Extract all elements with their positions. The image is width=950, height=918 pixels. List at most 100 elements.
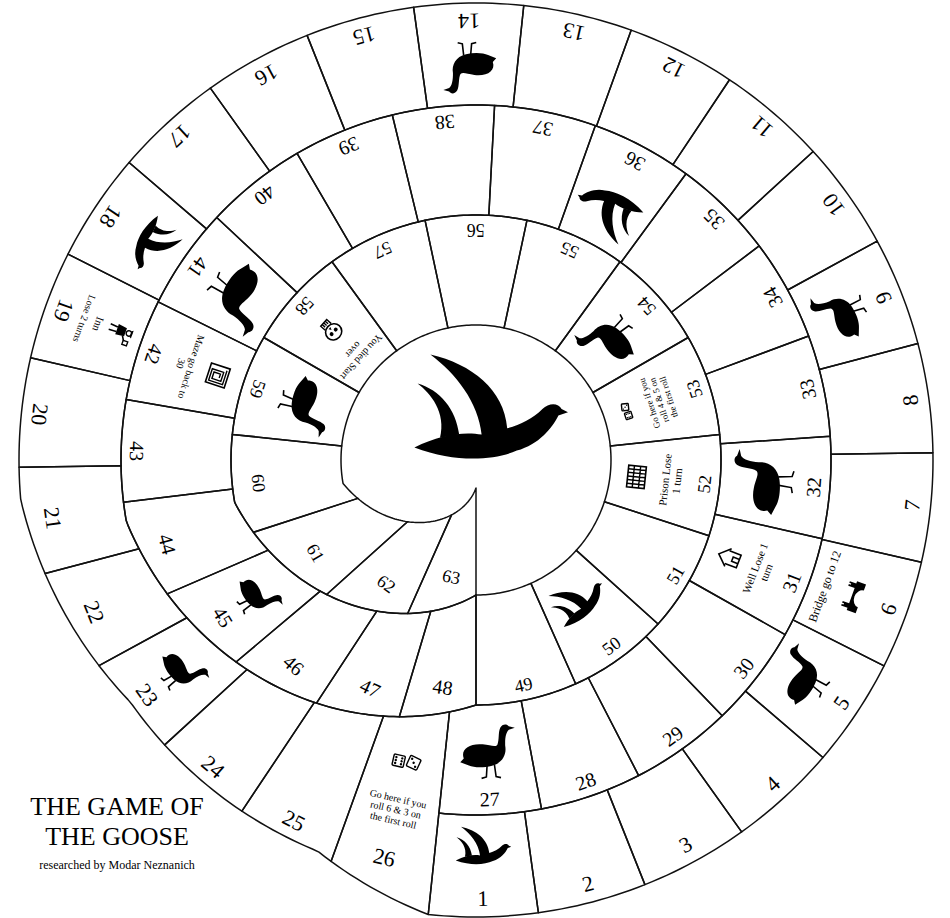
cell-outline-svg	[789, 536, 925, 669]
board-cell: 27	[435, 697, 545, 818]
cell-number: 44	[145, 501, 188, 586]
board-cell: 30	[642, 577, 789, 719]
text-slot: 13	[528, 9, 621, 53]
board-cell: 22	[42, 545, 190, 669]
board-cell: 4	[679, 688, 826, 835]
cell-number: 51	[645, 533, 705, 617]
center-goose-icon	[414, 355, 568, 459]
text-slot: 48	[414, 672, 472, 702]
board-cell: 14	[410, 0, 527, 112]
text-slot: 4	[731, 745, 814, 824]
cell-number: 22	[65, 566, 121, 658]
cell-number: 27	[445, 786, 533, 812]
cell-number: 2	[541, 861, 634, 908]
text-slot: 12	[628, 36, 719, 99]
cell-outline	[264, 262, 397, 393]
board-cell: 21	[16, 462, 143, 577]
board-cell: 55	[501, 217, 624, 354]
board-cell: 5	[742, 616, 888, 761]
cell-outline-svg	[404, 485, 479, 617]
text-slot: Well Lose 1 turn	[737, 533, 785, 607]
text-slot: 25	[249, 790, 338, 851]
board-cell: 42Maze go back to 30	[123, 298, 260, 422]
text-slot: Maze go back to 30	[164, 329, 207, 402]
cell-outline	[607, 749, 741, 885]
cell-outline	[745, 620, 884, 758]
board-cell: 15	[304, 4, 431, 134]
text-slot: 35	[675, 180, 753, 257]
board-cell: 20	[16, 354, 133, 471]
board-cell: 56	[422, 212, 530, 331]
cell-outline-svg	[213, 150, 356, 296]
cell-outline-svg	[642, 577, 789, 719]
text-slot: 9	[856, 251, 912, 344]
board-cell: 50	[527, 547, 662, 687]
text-slot: 14	[424, 7, 514, 33]
cell-outline	[593, 338, 720, 446]
text-slot: 55	[526, 223, 612, 276]
text-slot: 26	[339, 837, 431, 881]
cell-number: 46	[260, 634, 326, 696]
goose-fly-icon	[455, 826, 511, 865]
cell-outline-svg	[669, 76, 817, 224]
cell-outline	[236, 591, 377, 703]
board-cell: 25	[238, 699, 387, 865]
cell-outline	[689, 514, 822, 634]
board-cell: 53Go here if you roll 4 & 5 on the first…	[589, 334, 723, 449]
cell-text: Prison Lose 1 turn	[656, 450, 687, 511]
cell-outline	[217, 153, 353, 292]
board-cell: 18	[64, 159, 210, 304]
board-cell: 47	[313, 608, 434, 720]
text-slot: 40	[223, 159, 305, 231]
cell-outline	[242, 702, 384, 861]
board-cell: 62	[323, 511, 455, 617]
text-slot: 56	[433, 220, 518, 240]
text-slot: 27	[445, 786, 533, 812]
board-cell: 1	[425, 808, 542, 918]
well-icon	[715, 545, 742, 570]
cell-outline	[331, 712, 449, 915]
board-cell: 49	[473, 580, 579, 708]
cell-outline	[392, 105, 494, 222]
cell-outline	[604, 434, 721, 535]
board-cell: 57	[328, 217, 451, 354]
cell-number: 48	[414, 672, 472, 702]
cell-text: Go here if you roll 4 & 5 on the first r…	[636, 368, 683, 433]
goose-stand-icon	[807, 281, 874, 349]
cell-outline	[706, 336, 831, 444]
cell-outline-svg	[784, 238, 921, 373]
goose-stand-icon	[273, 371, 339, 439]
cell-outline	[425, 215, 527, 328]
goose-stand-icon	[229, 567, 286, 624]
cell-outline-svg	[742, 616, 888, 761]
text-slot: 2	[541, 861, 634, 908]
board-cell: 34	[668, 242, 812, 378]
cell-outline	[121, 399, 235, 502]
text-slot: 39	[304, 119, 394, 173]
cell-outline	[671, 246, 808, 374]
cell-number: 7	[896, 460, 930, 552]
cell-outline	[19, 358, 130, 468]
cell-number: 55	[526, 223, 612, 276]
cell-number: 35	[675, 180, 753, 257]
text-slot: 1	[438, 886, 528, 912]
cell-number: 45	[194, 579, 253, 655]
cell-outline-svg	[155, 214, 301, 354]
board-caption: researched by Modar Neznanich	[12, 858, 222, 873]
text-slot: 58	[269, 268, 341, 345]
cell-number: 14	[424, 7, 514, 33]
text-slot: 57	[339, 223, 425, 276]
board-cell: 16	[207, 32, 348, 175]
cell-outline	[439, 701, 542, 815]
board-cell: 43	[118, 396, 238, 506]
cell-outline	[210, 35, 344, 171]
goose-stand-icon	[443, 42, 497, 93]
cell-outline	[489, 105, 595, 229]
board-cell: 32	[711, 433, 834, 542]
text-slot: 20	[22, 368, 56, 460]
cell-outline	[129, 88, 270, 229]
cell-outline	[576, 502, 709, 624]
goose-stand-icon	[767, 641, 839, 713]
text-slot: 15	[317, 11, 410, 58]
